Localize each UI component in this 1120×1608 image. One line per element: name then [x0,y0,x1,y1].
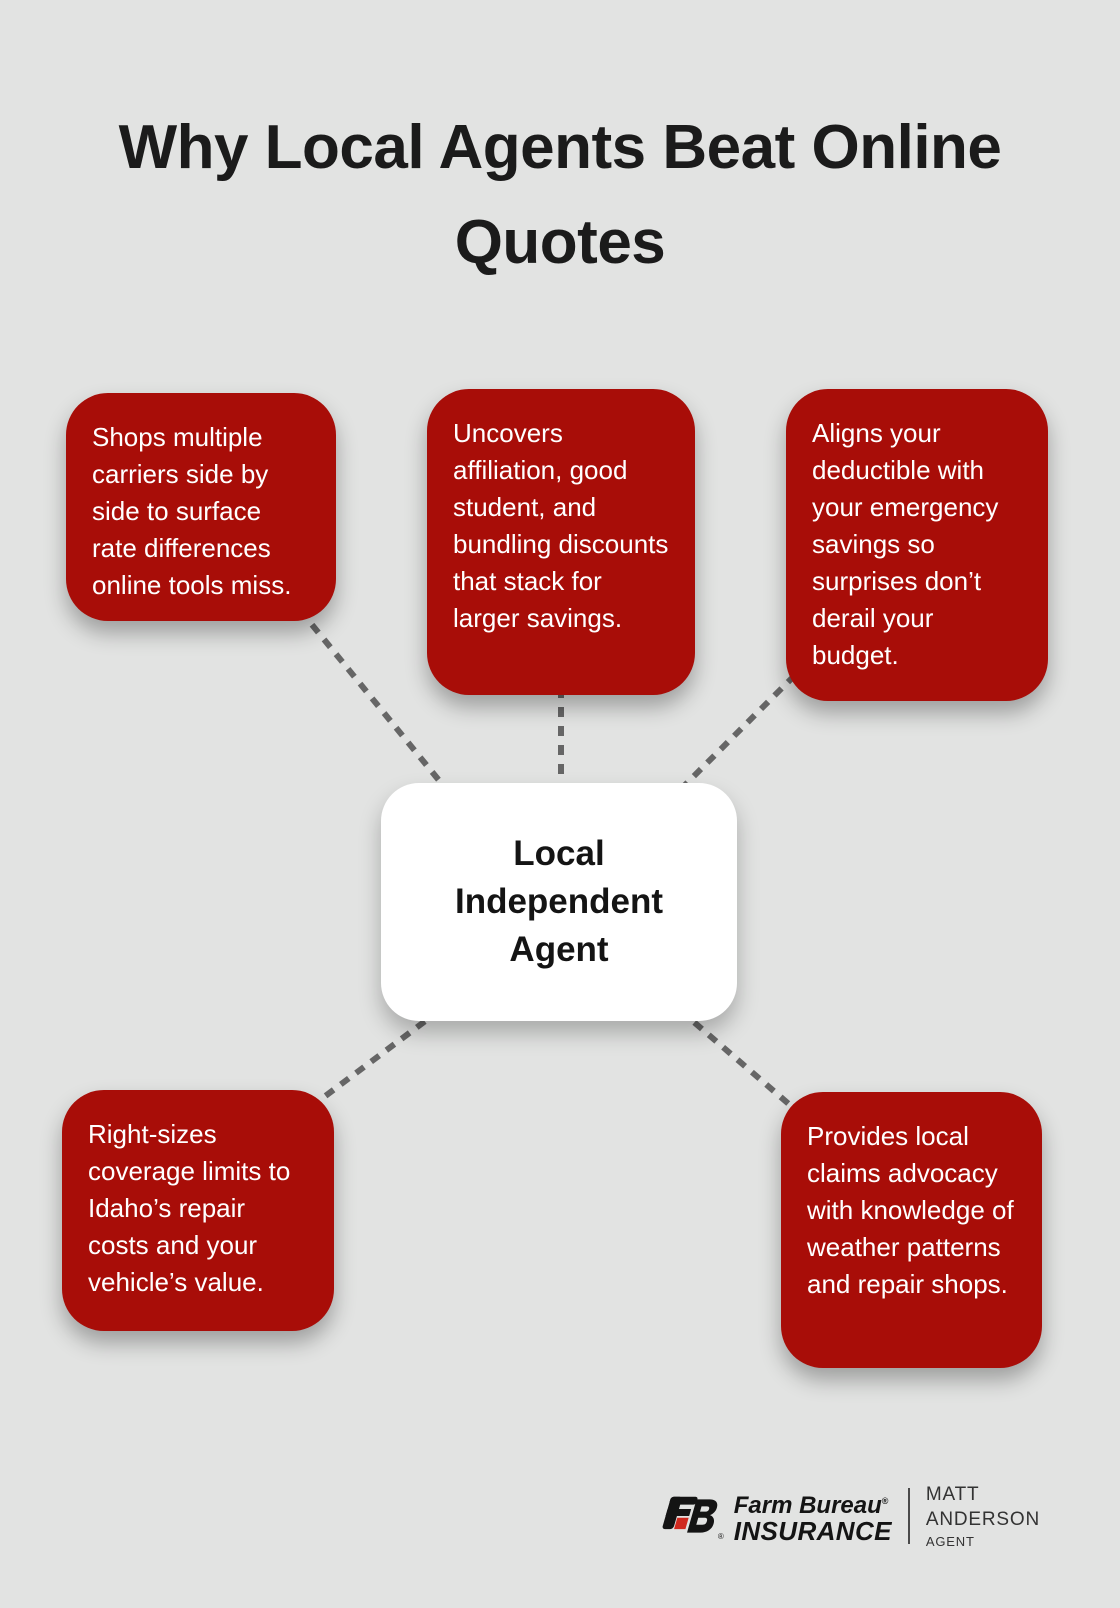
connector-bottom-left [298,1007,442,1118]
benefit-card-text: Right-sizes coverage limits to Idaho’s r… [88,1119,291,1297]
page-title: Why Local Agents Beat Online Quotes [0,100,1120,290]
farm-bureau-wordmark: Farm Bureau® INSURANCE [734,1489,892,1544]
farm-bureau-monogram-icon: ® [660,1493,724,1541]
registered-trademark-symbol: ® [881,1495,889,1506]
benefit-card-text: Aligns your deductible with your emergen… [812,418,999,670]
footer-divider [907,1488,910,1544]
registered-trademark-symbol: ® [717,1532,724,1541]
agent-identity: MATT ANDERSON AGENT [926,1482,1040,1550]
brand-name-line: Farm Bureau® [734,1489,892,1518]
agent-first-name: MATT [925,1484,980,1505]
benefit-card-deductible: Aligns your deductible with your emergen… [786,389,1048,701]
benefit-card-coverage-limits: Right-sizes coverage limits to Idaho’s r… [62,1090,334,1331]
agent-role-label: AGENT [925,1534,975,1549]
brand-name: Farm Bureau [733,1491,882,1519]
benefit-card-claims-advocacy: Provides local claims advocacy with know… [781,1092,1042,1368]
footer-branding: ® Farm Bureau® INSURANCE MATT ANDERSON A… [660,1482,1040,1550]
benefit-card-text: Provides local claims advocacy with know… [807,1121,1014,1299]
brand-word-insurance: INSURANCE [733,1515,892,1546]
connector-bottom-right [678,1007,807,1121]
benefit-card-rate-comparison: Shops multiple carriers side by side to … [66,393,336,621]
benefit-card-text: Shops multiple carriers side by side to … [92,422,292,600]
benefit-card-text: Uncovers affiliation, good student, and … [453,418,669,633]
connector-top-left [297,608,458,802]
central-node-local-independent-agent: Local Independent Agent [381,783,737,1021]
agent-last-name: ANDERSON [925,1509,1040,1530]
benefit-card-discounts: Uncovers affiliation, good student, and … [427,389,695,695]
page-title-text: Why Local Agents Beat Online Quotes [118,113,1002,277]
central-node-label: Local Independent Agent [454,834,664,969]
